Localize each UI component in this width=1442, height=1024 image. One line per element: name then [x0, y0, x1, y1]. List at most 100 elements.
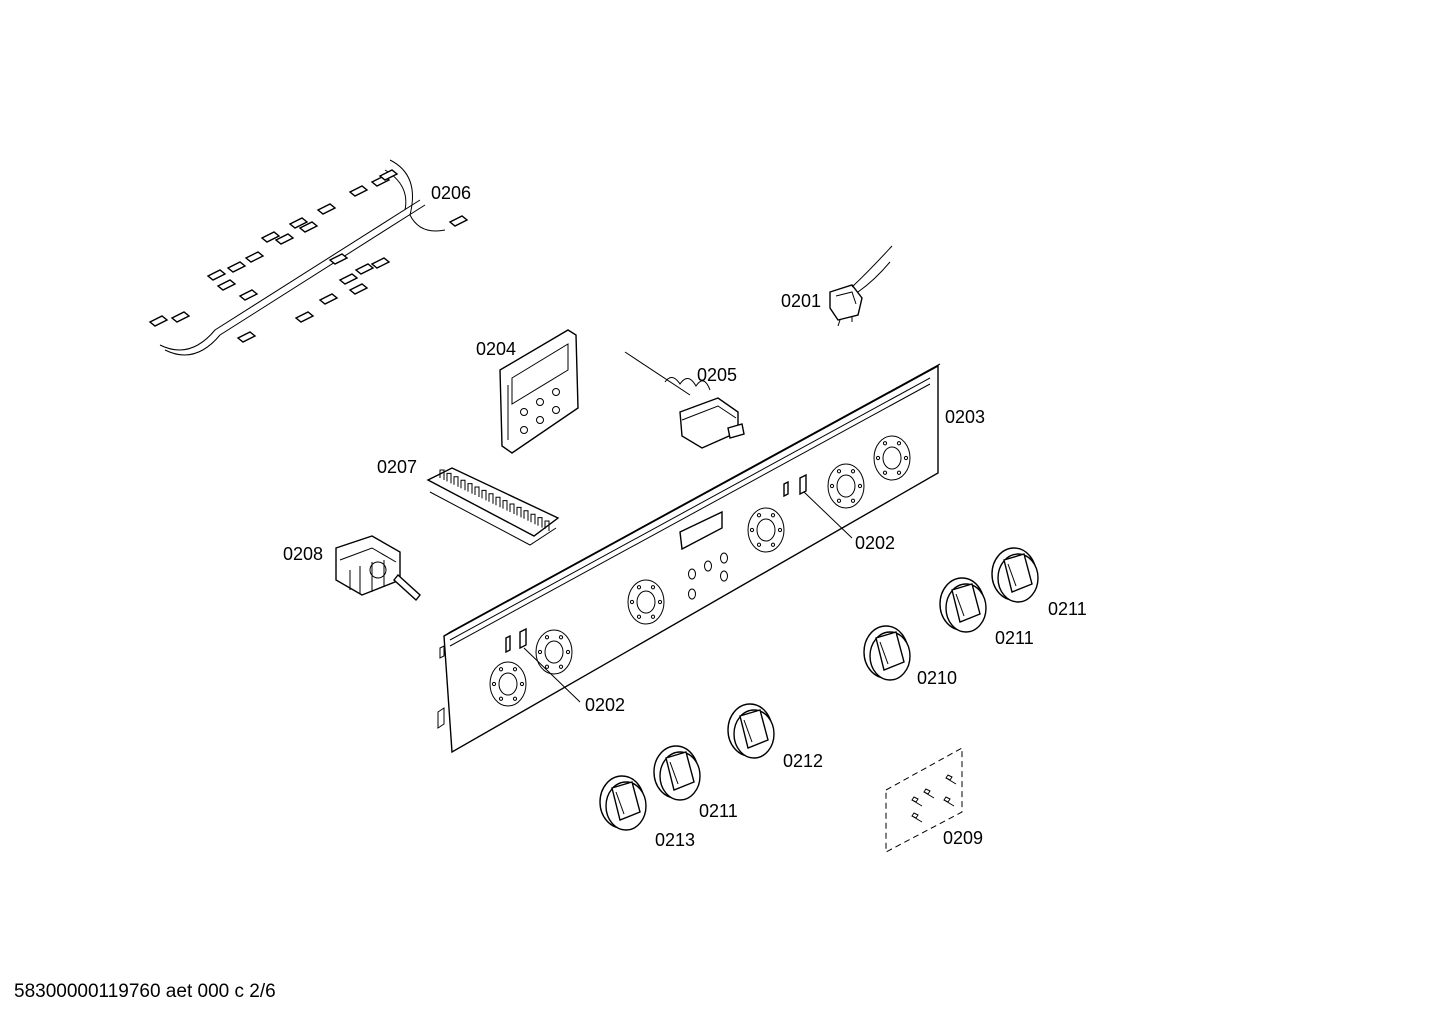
- dial-mark-icon: [882, 441, 888, 446]
- control-knob-icon: [599, 775, 647, 831]
- screw-icon: [945, 774, 957, 785]
- dial-mark-icon: [829, 483, 835, 489]
- terminal-tooth-icon: [509, 503, 515, 514]
- thermostat-0205: [624, 351, 745, 449]
- terminal-tooth-icon: [474, 486, 480, 497]
- timer-hole-icon: [520, 426, 528, 434]
- terminal-tooth-icon: [544, 520, 550, 531]
- dial-mark-icon: [777, 527, 783, 533]
- terminal-tooth-icon: [488, 493, 494, 504]
- timer-hole-icon: [552, 406, 560, 414]
- harness-connector-icon: [274, 233, 295, 245]
- control-knob-icon: [939, 577, 987, 633]
- timer-hole-icon: [520, 408, 528, 416]
- dial-mark-icon: [882, 470, 888, 475]
- part-label-0208: 0208: [283, 544, 324, 564]
- terminal-tooth-icon: [516, 506, 522, 518]
- harness-connector-icon: [448, 215, 469, 227]
- dial-mark-icon: [629, 599, 635, 605]
- part-label-0202-right: 0202: [855, 533, 896, 553]
- harness-connector-icon: [328, 253, 349, 265]
- harness-connector-icon: [298, 221, 319, 233]
- terminal-tooth-icon: [537, 517, 543, 528]
- screw-icon: [943, 796, 955, 807]
- control-knob-icon: [727, 703, 775, 759]
- part-label-0202-left: 0202: [585, 695, 626, 715]
- harness-connector-icon: [338, 273, 359, 285]
- dial-mark-icon: [756, 513, 762, 518]
- part-label-0212: 0212: [783, 751, 824, 771]
- terminal-tooth-icon: [495, 496, 501, 508]
- harness-connector-icon: [294, 311, 315, 323]
- harness-connector-icon: [348, 185, 369, 197]
- screw-icon: [923, 788, 935, 799]
- dial-ring-icon: [489, 661, 527, 707]
- harness-connector-icon: [238, 289, 259, 301]
- timer-module-0204: [499, 329, 579, 454]
- part-label-0210: 0210: [917, 668, 958, 688]
- dial-mark-icon: [857, 483, 863, 489]
- harness-connector-icon: [244, 251, 265, 263]
- dial-mark-icon: [896, 470, 902, 475]
- dial-ring-icon: [827, 463, 865, 509]
- dial-center-icon: [756, 518, 776, 542]
- dial-mark-icon: [657, 599, 663, 605]
- screw-set-0209: [885, 747, 963, 853]
- part-label-0206: 0206: [431, 183, 472, 203]
- leader-lines: [523, 491, 853, 703]
- part-label-0207: 0207: [377, 457, 418, 477]
- harness-connector-icon: [378, 169, 399, 181]
- panel-button-icon: [688, 588, 696, 600]
- harness-connector-icon: [226, 261, 247, 273]
- drawing-code-footer: 58300000119760 aet 000 c 2/6: [14, 981, 276, 1002]
- dial-center-icon: [498, 672, 518, 696]
- part-label-0211-top-right: 0211: [1048, 599, 1087, 619]
- dial-center-icon: [836, 474, 856, 498]
- harness-connector-icon: [170, 311, 191, 323]
- part-label-0204: 0204: [476, 339, 517, 359]
- dial-mark-icon: [491, 681, 497, 687]
- selector-switch-0208: [335, 535, 421, 602]
- dial-center-icon: [882, 446, 902, 470]
- timer-hole-icon: [536, 416, 544, 424]
- dial-mark-icon: [636, 614, 642, 619]
- control-knob-icon: [991, 547, 1039, 603]
- part-label-0211-middle: 0211: [995, 628, 1034, 648]
- harness-connector-icon: [288, 217, 309, 229]
- dial-ring-icon: [747, 507, 785, 553]
- part-label-0201: 0201: [781, 291, 822, 311]
- control-knob-icon: [863, 625, 911, 681]
- dial-mark-icon: [903, 455, 909, 461]
- dial-mark-icon: [512, 696, 518, 701]
- part-label-0211-bottom: 0211: [699, 801, 738, 821]
- terminal-tooth-icon: [481, 489, 487, 501]
- part-label-0203: 0203: [945, 407, 986, 427]
- dial-mark-icon: [850, 469, 856, 474]
- dial-mark-icon: [836, 469, 842, 474]
- dial-mark-icon: [650, 585, 656, 590]
- dial-ring-icon: [535, 629, 573, 675]
- screw-icon: [911, 796, 923, 807]
- terminal-tooth-icon: [446, 472, 452, 484]
- harness-connector-icon: [260, 231, 281, 243]
- terminal-tooth-icon: [523, 510, 529, 521]
- harness-connector-icon: [206, 269, 227, 281]
- dial-mark-icon: [544, 664, 550, 669]
- dial-mark-icon: [756, 542, 762, 547]
- panel-button-icon: [720, 570, 728, 582]
- part-label-0205: 0205: [697, 365, 738, 385]
- harness-connector-icon: [370, 257, 391, 269]
- dial-mark-icon: [770, 542, 776, 547]
- harness-connector-icon: [236, 331, 257, 343]
- timer-hole-icon: [552, 388, 560, 396]
- part-label-0213: 0213: [655, 830, 696, 850]
- knobs-group: [599, 547, 1039, 831]
- terminal-block-0207: [426, 467, 560, 546]
- harness-connector-icon: [354, 263, 375, 275]
- dial-mark-icon: [875, 455, 881, 461]
- screw-icon: [911, 812, 923, 823]
- panel-button-icon: [720, 552, 728, 564]
- harness-connector-icon: [318, 293, 339, 305]
- dial-mark-icon: [519, 681, 525, 687]
